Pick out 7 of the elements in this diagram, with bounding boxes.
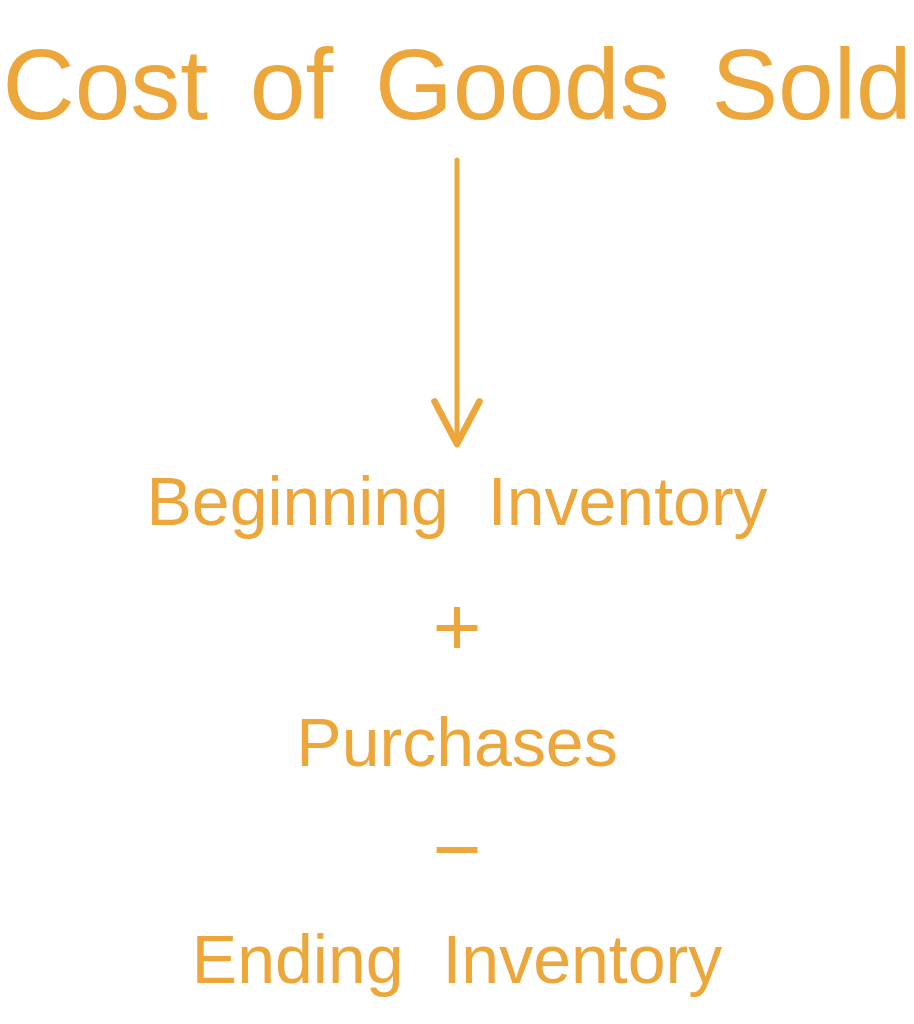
formula-term: Beginning Inventory [146,462,768,541]
heading-text: Cost of Goods Sold [2,27,912,142]
formula-term: Ending Inventory [191,919,723,998]
arrow [431,157,483,448]
operator-sign: + [432,578,482,675]
operator-sign: − [432,800,482,898]
formula-term: Purchases [296,702,618,781]
